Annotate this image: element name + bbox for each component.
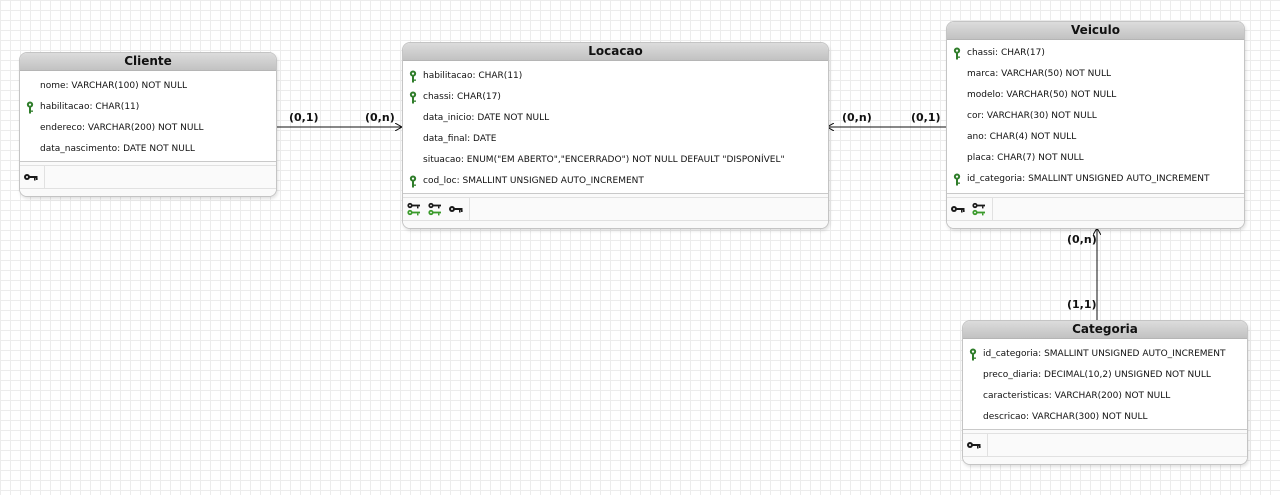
cardinality-veiculo-bottom: (0,n) bbox=[1067, 233, 1097, 246]
entity-locacao[interactable]: Locacao habilitacao: CHAR(11) chassi: CHA… bbox=[402, 42, 829, 229]
primary-key-index-icon[interactable] bbox=[950, 201, 966, 217]
cardinality-locacao-side-left: (0,n) bbox=[365, 111, 395, 124]
attribute-row[interactable]: marca: VARCHAR(50) NOT NULL bbox=[947, 64, 1244, 85]
attribute-text: habilitacao: CHAR(11) bbox=[40, 102, 140, 112]
attribute-row[interactable]: habilitacao: CHAR(11) bbox=[403, 66, 828, 87]
attribute-text: preco_diaria: DECIMAL(10,2) UNSIGNED NOT… bbox=[983, 370, 1211, 380]
attribute-text: data_nascimento: DATE NOT NULL bbox=[40, 144, 195, 154]
attribute-row[interactable]: ano: CHAR(4) NOT NULL bbox=[947, 127, 1244, 148]
entity-title[interactable]: Locacao bbox=[403, 43, 828, 61]
attribute-row[interactable]: data_nascimento: DATE NOT NULL bbox=[20, 139, 276, 160]
foreign-key-index-icon[interactable] bbox=[427, 201, 443, 217]
attribute-text: placa: CHAR(7) NOT NULL bbox=[967, 153, 1084, 163]
attribute-list: id_categoria: SMALLINT UNSIGNED AUTO_INC… bbox=[963, 339, 1247, 428]
attribute-text: cod_loc: SMALLINT UNSIGNED AUTO_INCREMEN… bbox=[423, 176, 644, 186]
attribute-text: id_categoria: SMALLINT UNSIGNED AUTO_INC… bbox=[983, 349, 1226, 359]
primary-key-index-icon[interactable] bbox=[23, 169, 39, 185]
attribute-row[interactable]: chassi: CHAR(17) bbox=[947, 43, 1244, 64]
attribute-text: cor: VARCHAR(30) NOT NULL bbox=[967, 111, 1097, 121]
entity-title[interactable]: Categoria bbox=[963, 321, 1247, 339]
attribute-text: descricao: VARCHAR(300) NOT NULL bbox=[983, 412, 1148, 422]
attribute-text: chassi: CHAR(17) bbox=[967, 48, 1045, 58]
index-separator bbox=[44, 166, 45, 188]
attribute-row[interactable]: placa: CHAR(7) NOT NULL bbox=[947, 148, 1244, 169]
attribute-row[interactable]: id_categoria: SMALLINT UNSIGNED AUTO_INC… bbox=[963, 344, 1247, 365]
index-separator bbox=[469, 198, 470, 220]
cardinality-cliente-side: (0,1) bbox=[289, 111, 319, 124]
attribute-row[interactable]: nome: VARCHAR(100) NOT NULL bbox=[20, 76, 276, 97]
entity-categoria[interactable]: Categoria id_categoria: SMALLINT UNSIGNE… bbox=[962, 320, 1248, 465]
attribute-row[interactable]: chassi: CHAR(17) bbox=[403, 87, 828, 108]
cardinality-veiculo-side: (0,1) bbox=[911, 111, 941, 124]
attribute-text: situacao: ENUM("EM ABERTO","ENCERRADO") … bbox=[423, 155, 785, 165]
attribute-text: endereco: VARCHAR(200) NOT NULL bbox=[40, 123, 204, 133]
attribute-row[interactable]: modelo: VARCHAR(50) NOT NULL bbox=[947, 85, 1244, 106]
attribute-text: data_inicio: DATE NOT NULL bbox=[423, 113, 550, 123]
attribute-text: nome: VARCHAR(100) NOT NULL bbox=[40, 81, 187, 91]
index-panel bbox=[20, 161, 276, 196]
entity-veiculo[interactable]: Veiculo chassi: CHAR(17) marca: VARCHAR(5… bbox=[946, 21, 1245, 229]
attribute-text: data_final: DATE bbox=[423, 134, 497, 144]
cardinality-categoria-top: (1,1) bbox=[1067, 298, 1097, 311]
attribute-text: caracteristicas: VARCHAR(200) NOT NULL bbox=[983, 391, 1171, 401]
index-panel bbox=[403, 193, 828, 228]
attribute-text: modelo: VARCHAR(50) NOT NULL bbox=[967, 90, 1117, 100]
attribute-row[interactable]: data_final: DATE bbox=[403, 129, 828, 150]
attribute-row[interactable]: data_inicio: DATE NOT NULL bbox=[403, 108, 828, 129]
attribute-row[interactable]: id_categoria: SMALLINT UNSIGNED AUTO_INC… bbox=[947, 169, 1244, 190]
primary-key-index-icon[interactable] bbox=[448, 201, 464, 217]
attribute-row[interactable]: descricao: VARCHAR(300) NOT NULL bbox=[963, 407, 1247, 428]
foreign-key-index-icon[interactable] bbox=[971, 201, 987, 217]
cardinality-locacao-side-right: (0,n) bbox=[842, 111, 872, 124]
attribute-text: id_categoria: SMALLINT UNSIGNED AUTO_INC… bbox=[967, 174, 1210, 184]
index-panel bbox=[947, 193, 1244, 228]
attribute-list: nome: VARCHAR(100) NOT NULL habilitacao: … bbox=[20, 71, 276, 160]
attribute-text: marca: VARCHAR(50) NOT NULL bbox=[967, 69, 1112, 79]
entity-title[interactable]: Veiculo bbox=[947, 22, 1244, 40]
attribute-row[interactable]: caracteristicas: VARCHAR(200) NOT NULL bbox=[963, 386, 1247, 407]
attribute-list: habilitacao: CHAR(11) chassi: CHAR(17) dat… bbox=[403, 61, 828, 192]
attribute-row[interactable]: cor: VARCHAR(30) NOT NULL bbox=[947, 106, 1244, 127]
attribute-text: chassi: CHAR(17) bbox=[423, 92, 501, 102]
entity-cliente[interactable]: Cliente nome: VARCHAR(100) NOT NULL habil… bbox=[19, 52, 277, 197]
attribute-row[interactable]: endereco: VARCHAR(200) NOT NULL bbox=[20, 118, 276, 139]
attribute-row[interactable]: situacao: ENUM("EM ABERTO","ENCERRADO") … bbox=[403, 150, 828, 171]
attribute-row[interactable]: habilitacao: CHAR(11) bbox=[20, 97, 276, 118]
attribute-list: chassi: CHAR(17) marca: VARCHAR(50) NOT N… bbox=[947, 40, 1244, 190]
attribute-text: habilitacao: CHAR(11) bbox=[423, 71, 523, 81]
index-separator bbox=[987, 434, 988, 456]
index-panel bbox=[963, 429, 1247, 464]
attribute-row[interactable]: preco_diaria: DECIMAL(10,2) UNSIGNED NOT… bbox=[963, 365, 1247, 386]
foreign-key-index-icon[interactable] bbox=[406, 201, 422, 217]
entity-title[interactable]: Cliente bbox=[20, 53, 276, 71]
attribute-row[interactable]: cod_loc: SMALLINT UNSIGNED AUTO_INCREMEN… bbox=[403, 171, 828, 192]
index-separator bbox=[992, 198, 993, 220]
attribute-text: ano: CHAR(4) NOT NULL bbox=[967, 132, 1077, 142]
primary-key-index-icon[interactable] bbox=[966, 437, 982, 453]
